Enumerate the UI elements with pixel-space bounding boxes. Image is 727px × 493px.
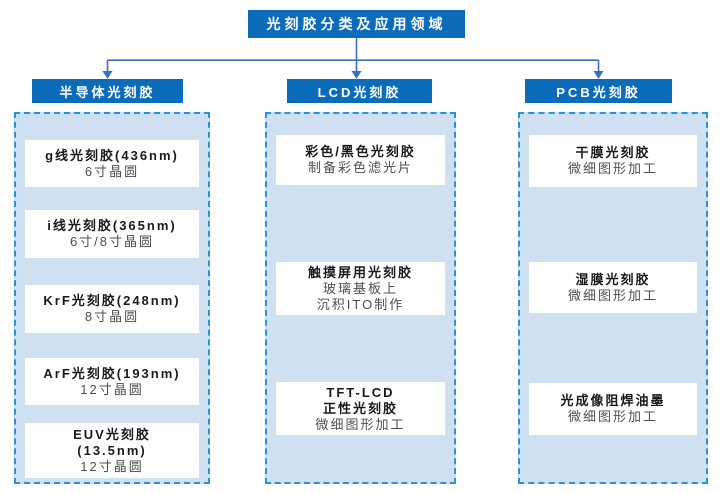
item-card: 触摸屏用光刻胶玻璃基板上沉积ITO制作: [276, 262, 445, 315]
root-node-label: 光刻胶分类及应用领域: [266, 16, 447, 32]
item-title-line: 正性光刻胶: [322, 400, 398, 416]
item-title-line: KrF光刻胶(248nm): [43, 293, 181, 308]
item-title-line: 干膜光刻胶: [575, 145, 651, 160]
column-header-lcd: LCD光刻胶: [287, 79, 432, 103]
root-node: 光刻胶分类及应用领域: [248, 10, 465, 38]
item-subtitle-line: 6寸/8寸晶圆: [69, 234, 155, 249]
item-subtitle-line: 6寸晶圆: [84, 163, 140, 179]
item-card: i线光刻胶(365nm)6寸/8寸晶圆: [25, 210, 199, 258]
item-subtitle-line: 微细图形加工: [567, 161, 658, 176]
item-title-line: 湿膜光刻胶: [575, 271, 651, 287]
item-card: EUV光刻胶(13.5nm)12寸晶圆: [25, 423, 199, 478]
item-card: 湿膜光刻胶微细图形加工: [529, 262, 697, 313]
item-subtitle-line: 8寸晶圆: [84, 309, 140, 324]
arrow-down-icon: [593, 71, 604, 79]
item-title-line: i线光刻胶(365nm): [47, 218, 177, 233]
item-title-line: ArF光刻胶(193nm): [43, 365, 181, 381]
item-subtitle-line: 玻璃基板上: [322, 280, 398, 296]
item-card: ArF光刻胶(193nm)12寸晶圆: [25, 358, 199, 405]
item-title-line: EUV光刻胶: [73, 426, 151, 442]
column-header-pcb: PCB光刻胶: [525, 79, 672, 103]
arrow-down-icon: [351, 71, 362, 79]
item-card: g线光刻胶(436nm)6寸晶圆: [25, 140, 199, 187]
item-subtitle-line: 12寸晶圆: [80, 381, 144, 397]
item-card: 干膜光刻胶微细图形加工: [529, 135, 697, 187]
item-card: 光成像阻焊油墨微细图形加工: [529, 383, 697, 435]
item-card: KrF光刻胶(248nm)8寸晶圆: [25, 285, 199, 333]
arrow-down-icon: [102, 71, 113, 79]
item-title-line: 触摸屏用光刻胶: [307, 264, 413, 280]
item-card: 彩色/黑色光刻胶制备彩色滤光片: [276, 135, 445, 185]
item-title-line: 光成像阻焊油墨: [560, 393, 666, 408]
item-title-line: TFT-LCD: [326, 384, 395, 400]
item-subtitle-line: 微细图形加工: [315, 416, 406, 432]
column-container: g线光刻胶(436nm)6寸晶圆 i线光刻胶(365nm)6寸/8寸晶圆 KrF光刻…: [14, 112, 210, 484]
item-subtitle-line: 制备彩色滤光片: [307, 160, 413, 175]
item-title-line: g线光刻胶(436nm): [45, 147, 179, 163]
item-subtitle-line: 沉积ITO制作: [316, 296, 405, 312]
item-title-line: (13.5nm): [77, 442, 147, 458]
item-subtitle-line: 微细图形加工: [567, 409, 658, 424]
item-subtitle-line: 12寸晶圆: [80, 458, 144, 474]
column-header-semiconductor: 半导体光刻胶: [32, 79, 183, 103]
column-header-label: PCB光刻胶: [556, 84, 641, 100]
item-title-line: 彩色/黑色光刻胶: [305, 144, 416, 159]
item-subtitle-line: 微细图形加工: [567, 287, 658, 303]
column-header-label: LCD光刻胶: [317, 84, 402, 100]
column-header-label: 半导体光刻胶: [59, 84, 156, 100]
column-container: 干膜光刻胶微细图形加工湿膜光刻胶微细图形加工光成像阻焊油墨微细图形加工: [518, 112, 708, 484]
